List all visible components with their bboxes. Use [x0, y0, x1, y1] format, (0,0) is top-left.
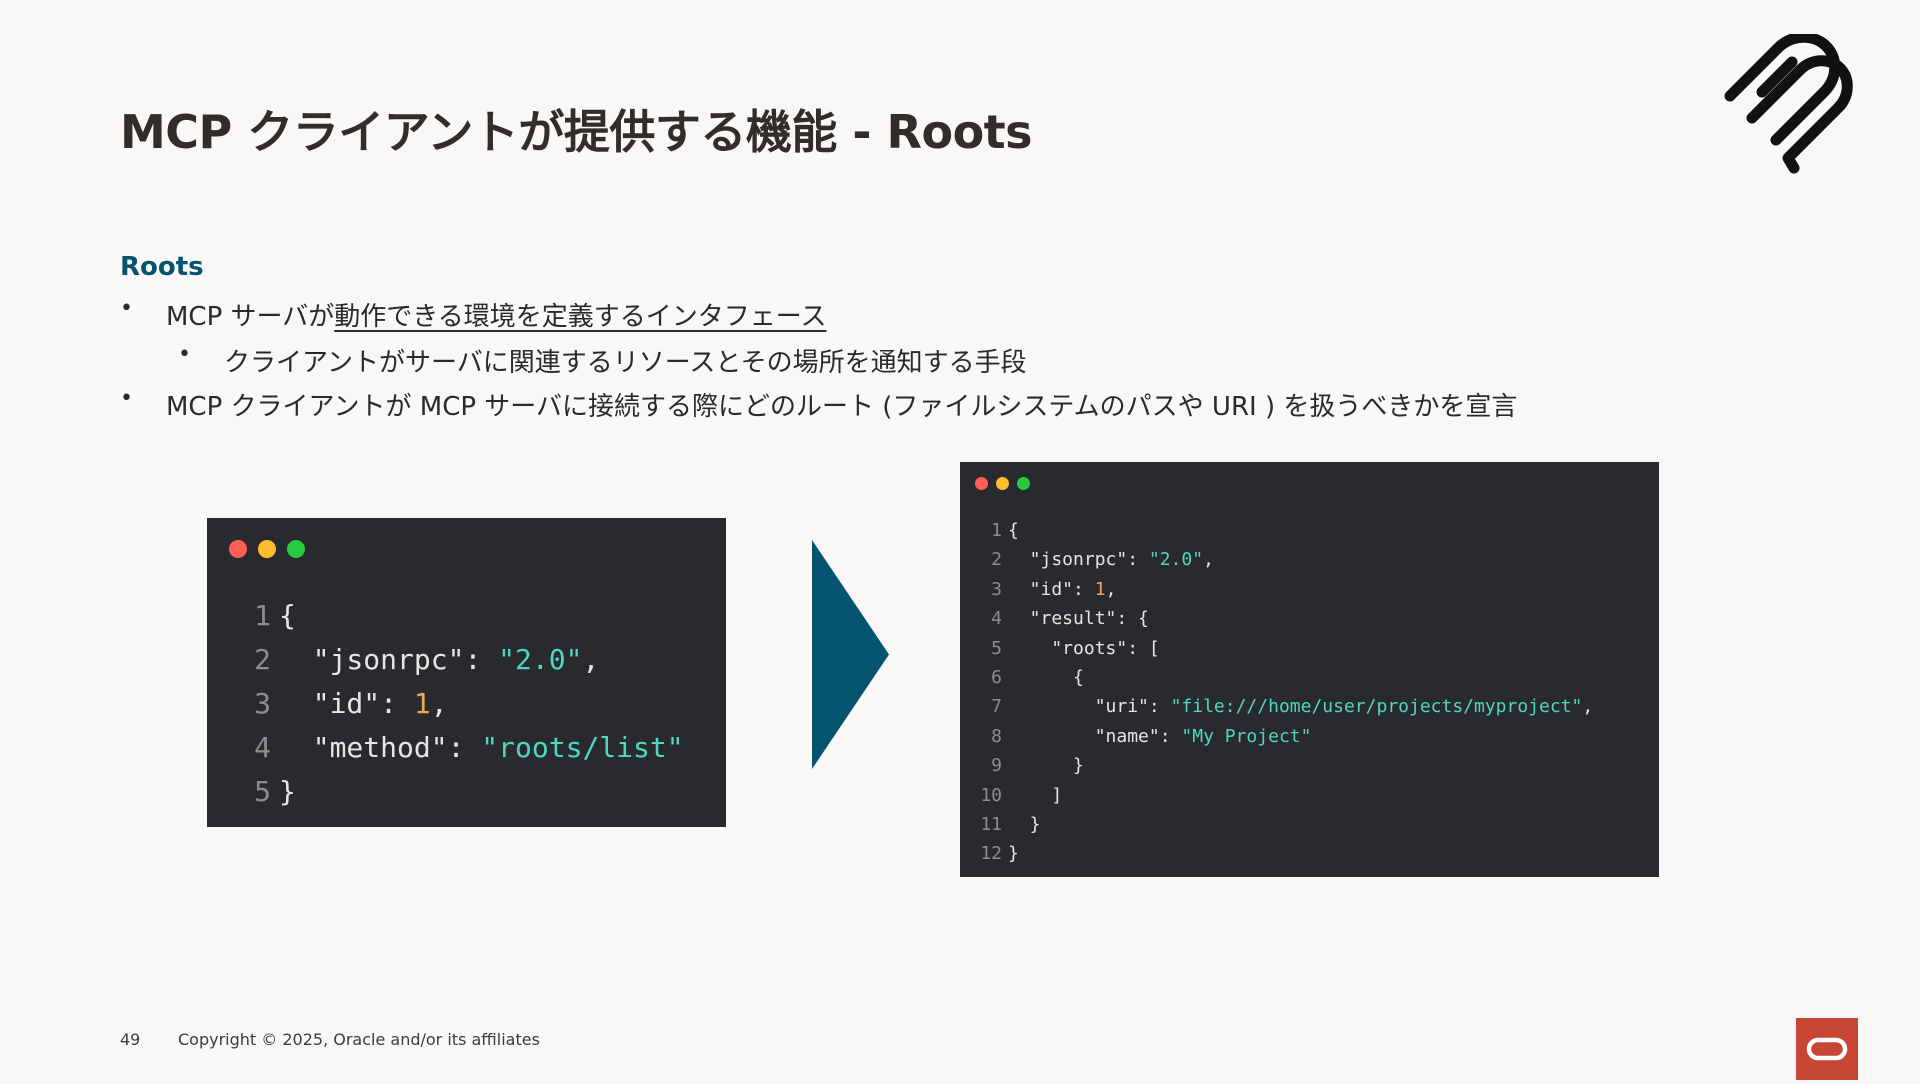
code-line: 5} — [243, 770, 684, 814]
bullet-underlined-text: 動作できる環境を定義するインタフェース — [334, 302, 827, 332]
code-token: , — [1105, 578, 1117, 600]
code-token: : [ — [1127, 637, 1160, 659]
line-number: 1 — [254, 599, 271, 632]
code-token: , — [1582, 696, 1594, 718]
page-number: 49 — [120, 1030, 141, 1049]
minimize-dot-icon — [258, 540, 276, 558]
code-token: "roots" — [1008, 637, 1128, 659]
window-controls — [229, 540, 305, 558]
line-number: 2 — [254, 643, 271, 676]
line-number: 5 — [254, 775, 271, 808]
line-number: 9 — [991, 755, 1002, 777]
code-line: 8 "name": "My Project" — [974, 722, 1593, 751]
bullet-text: クライアントがサーバに関連するリソースとその場所を通知する手段 — [224, 348, 1027, 378]
code-token: 1 — [1094, 578, 1106, 600]
line-number: 4 — [254, 731, 271, 764]
code-token: "2.0" — [1148, 549, 1204, 571]
code-line: 9 } — [974, 751, 1593, 780]
code-token: { — [279, 599, 296, 632]
code-token: : — [1127, 549, 1149, 571]
code-token: : — [464, 643, 499, 676]
code-line: 1{ — [974, 516, 1593, 545]
line-number: 6 — [991, 667, 1002, 689]
bullet-text: MCP サーバが — [166, 302, 335, 332]
code-token: "uri" — [1008, 696, 1149, 718]
line-number: 7 — [991, 696, 1002, 718]
code-line: 2 "jsonrpc": "2.0", — [974, 545, 1593, 574]
code-line: 3 "id": 1, — [974, 575, 1593, 604]
code-line: 3 "id": 1, — [243, 682, 684, 726]
code-token: , — [430, 687, 448, 720]
line-number: 1 — [991, 520, 1002, 541]
code-token: 1 — [413, 687, 431, 720]
request-code-window: 1{2 "jsonrpc": "2.0",3 "id": 1,4 "method… — [207, 518, 726, 827]
code-token: } — [1008, 814, 1041, 836]
code-token: } — [1008, 843, 1019, 865]
code-token: "roots/list" — [481, 731, 684, 764]
code-token: "file:///home/user/projects/myproject" — [1170, 696, 1583, 718]
code-token: : — [380, 687, 414, 720]
code-line: 1{ — [243, 594, 684, 638]
code-line: 10 ] — [974, 781, 1593, 810]
code-token: : — [1073, 578, 1095, 600]
code-token: "method" — [279, 731, 448, 764]
line-number: 12 — [980, 843, 1002, 865]
slide-title: MCP クライアントが提供する機能 - Roots — [120, 105, 1033, 159]
copyright-text: Copyright © 2025, Oracle and/or its affi… — [178, 1030, 540, 1049]
code-line: 5 "roots": [ — [974, 634, 1593, 663]
line-number: 2 — [991, 549, 1002, 571]
code-line: 7 "uri": "file:///home/user/projects/myp… — [974, 692, 1593, 721]
code-token: "id" — [1008, 578, 1074, 600]
close-dot-icon — [229, 540, 247, 558]
code-token: "2.0" — [498, 643, 583, 676]
minimize-dot-icon — [996, 477, 1009, 490]
code-line: 4 "result": { — [974, 604, 1593, 633]
maximize-dot-icon — [1017, 477, 1030, 490]
code-token: : — [1148, 696, 1171, 718]
code-token: , — [1203, 549, 1214, 571]
code-token: } — [1008, 755, 1084, 777]
window-controls — [975, 477, 1030, 490]
line-number: 3 — [254, 687, 271, 720]
code-line: 12} — [974, 839, 1593, 868]
line-number: 11 — [980, 814, 1002, 836]
oracle-logo-icon — [1796, 1018, 1858, 1080]
code-token: "result" — [1008, 608, 1117, 630]
code-token: "My Project" — [1181, 725, 1312, 747]
code-token: "jsonrpc" — [1008, 549, 1128, 571]
code-token: { — [1008, 520, 1019, 541]
mcp-logo-icon — [1724, 34, 1853, 174]
code-token: "name" — [1008, 725, 1160, 747]
bullet-dot: • — [120, 386, 133, 411]
line-number: 8 — [991, 725, 1002, 747]
code-line: 6 { — [974, 663, 1593, 692]
response-code-window: 1{2 "jsonrpc": "2.0",3 "id": 1,4 "result… — [960, 462, 1659, 877]
code-token: , — [582, 643, 600, 676]
code-token: "jsonrpc" — [279, 643, 465, 676]
code-token: } — [279, 775, 296, 808]
line-number: 3 — [991, 578, 1002, 600]
response-code-block: 1{2 "jsonrpc": "2.0",3 "id": 1,4 "result… — [974, 516, 1593, 869]
line-number: 10 — [980, 784, 1002, 806]
code-line: 4 "method": "roots/list" — [243, 726, 684, 770]
code-token: : { — [1116, 608, 1149, 630]
request-code-block: 1{2 "jsonrpc": "2.0",3 "id": 1,4 "method… — [243, 594, 684, 814]
maximize-dot-icon — [287, 540, 305, 558]
section-title: Roots — [120, 252, 204, 282]
code-token: ] — [1008, 784, 1063, 806]
code-token: "id" — [279, 687, 381, 720]
line-number: 4 — [991, 608, 1002, 630]
right-arrow-icon — [812, 540, 889, 769]
bullet-text: MCP クライアントが MCP サーバに接続する際にどのルート (ファイルシステ… — [166, 392, 1518, 422]
line-number: 5 — [991, 637, 1002, 659]
code-line: 2 "jsonrpc": "2.0", — [243, 638, 684, 682]
code-token: { — [1008, 667, 1084, 689]
bullet-dot: • — [178, 342, 191, 367]
bullet-dot: • — [120, 296, 133, 321]
close-dot-icon — [975, 477, 988, 490]
code-line: 11 } — [974, 810, 1593, 839]
code-token: : — [447, 731, 482, 764]
code-token: : — [1159, 725, 1182, 747]
